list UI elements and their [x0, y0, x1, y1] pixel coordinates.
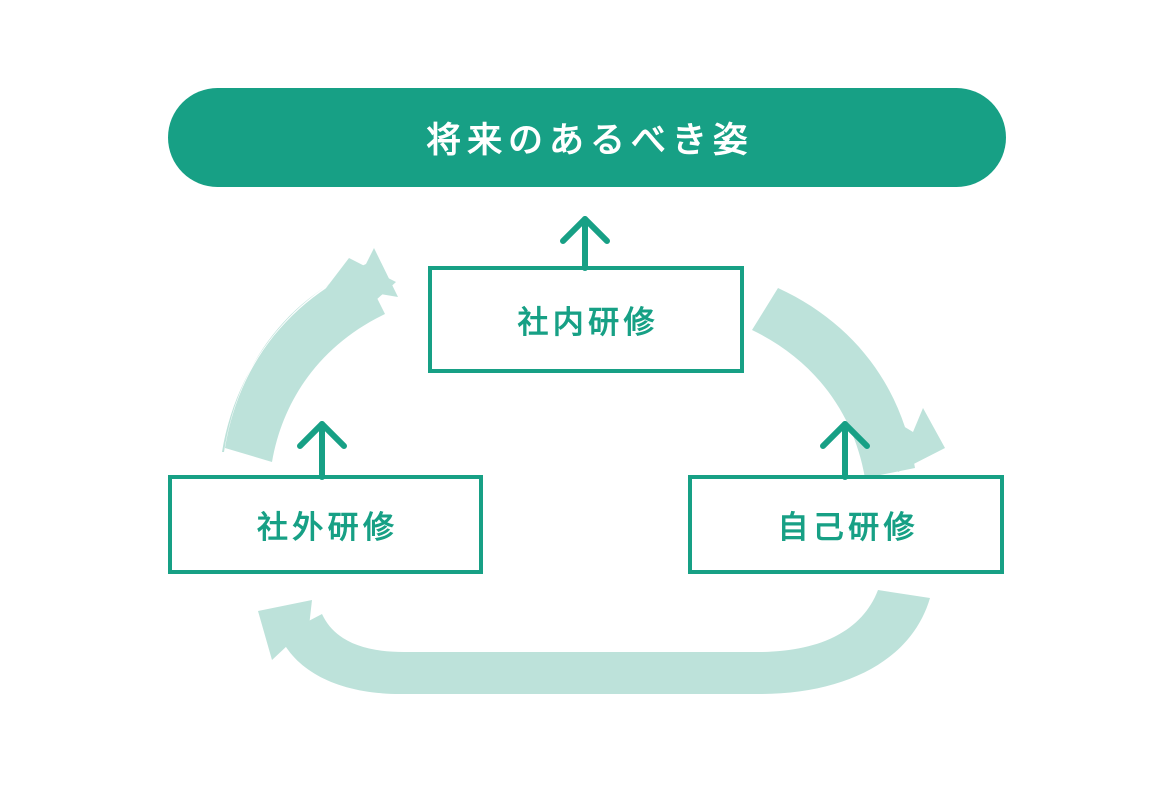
arrow-internal-to-self-head [890, 408, 945, 472]
arrow-self-to-external-head [258, 600, 312, 662]
node-box-internal-training[interactable] [428, 266, 744, 373]
node-box-self-training[interactable] [688, 475, 1004, 574]
arrow-internal-to-self-body [752, 288, 915, 478]
arrow-external-uptick [297, 421, 347, 480]
arrow-external-to-internal [222, 248, 398, 452]
banner-pill [168, 88, 1006, 187]
arrow-self-uptick [820, 421, 870, 480]
node-box-external-training[interactable] [168, 475, 483, 574]
arrow-internal-to-banner [560, 216, 610, 271]
arrow-self-to-external-body [280, 590, 930, 694]
arrow-external-to-internal-head [320, 258, 396, 330]
